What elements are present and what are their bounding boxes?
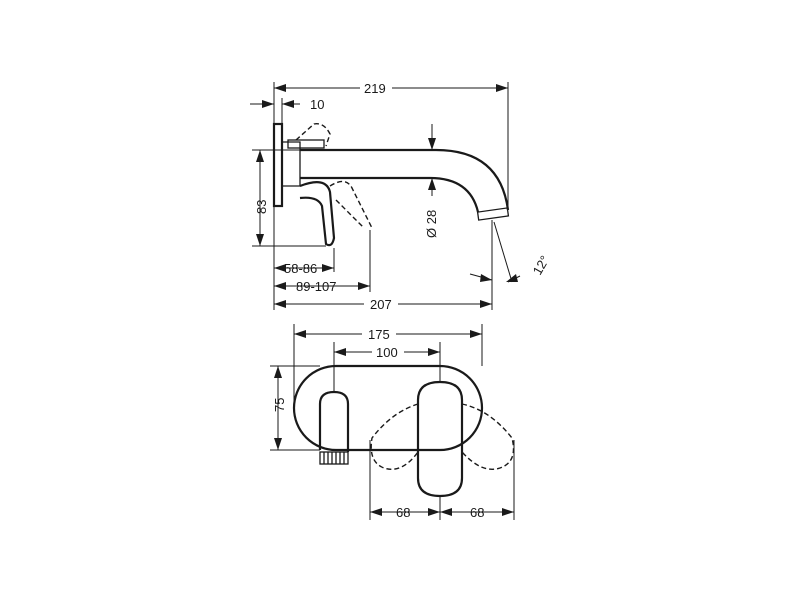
lever-swing-left-dashed <box>370 403 419 470</box>
body-collar <box>287 139 325 149</box>
dim-10: 10 <box>310 97 324 112</box>
dim-68-right: 68 <box>470 505 484 520</box>
wall-plate <box>272 122 284 208</box>
lever-swing-right-dashed <box>461 403 515 470</box>
dim-219: 219 <box>364 81 386 96</box>
lever-closed <box>299 181 336 247</box>
dim-68-left: 68 <box>396 505 410 520</box>
lever-open-dashed <box>295 123 331 147</box>
dim-207: 207 <box>370 297 392 312</box>
front-view: 175 100 75 68 68 <box>270 324 515 520</box>
dim-83: 83 <box>254 200 269 214</box>
spout-front <box>318 390 350 452</box>
dim-75: 75 <box>272 398 287 412</box>
lever-front <box>416 380 464 498</box>
side-view: 219 10 83 Ø 28 12° 58-86 89-10 <box>250 81 552 312</box>
mixer-body <box>282 141 301 187</box>
spout-aerator <box>476 207 510 221</box>
dim-58-86: 58-86 <box>284 261 317 276</box>
lever-swing-dashed <box>329 180 373 229</box>
spout <box>300 148 510 213</box>
dim-89-107: 89-107 <box>296 279 336 294</box>
spout-aerator-front <box>319 451 349 465</box>
dim-diameter-28: Ø 28 <box>424 210 439 238</box>
dim-175: 175 <box>368 327 390 342</box>
dim-100: 100 <box>376 345 398 360</box>
front-plate <box>292 364 484 452</box>
dim-angle-12: 12° <box>530 253 553 278</box>
